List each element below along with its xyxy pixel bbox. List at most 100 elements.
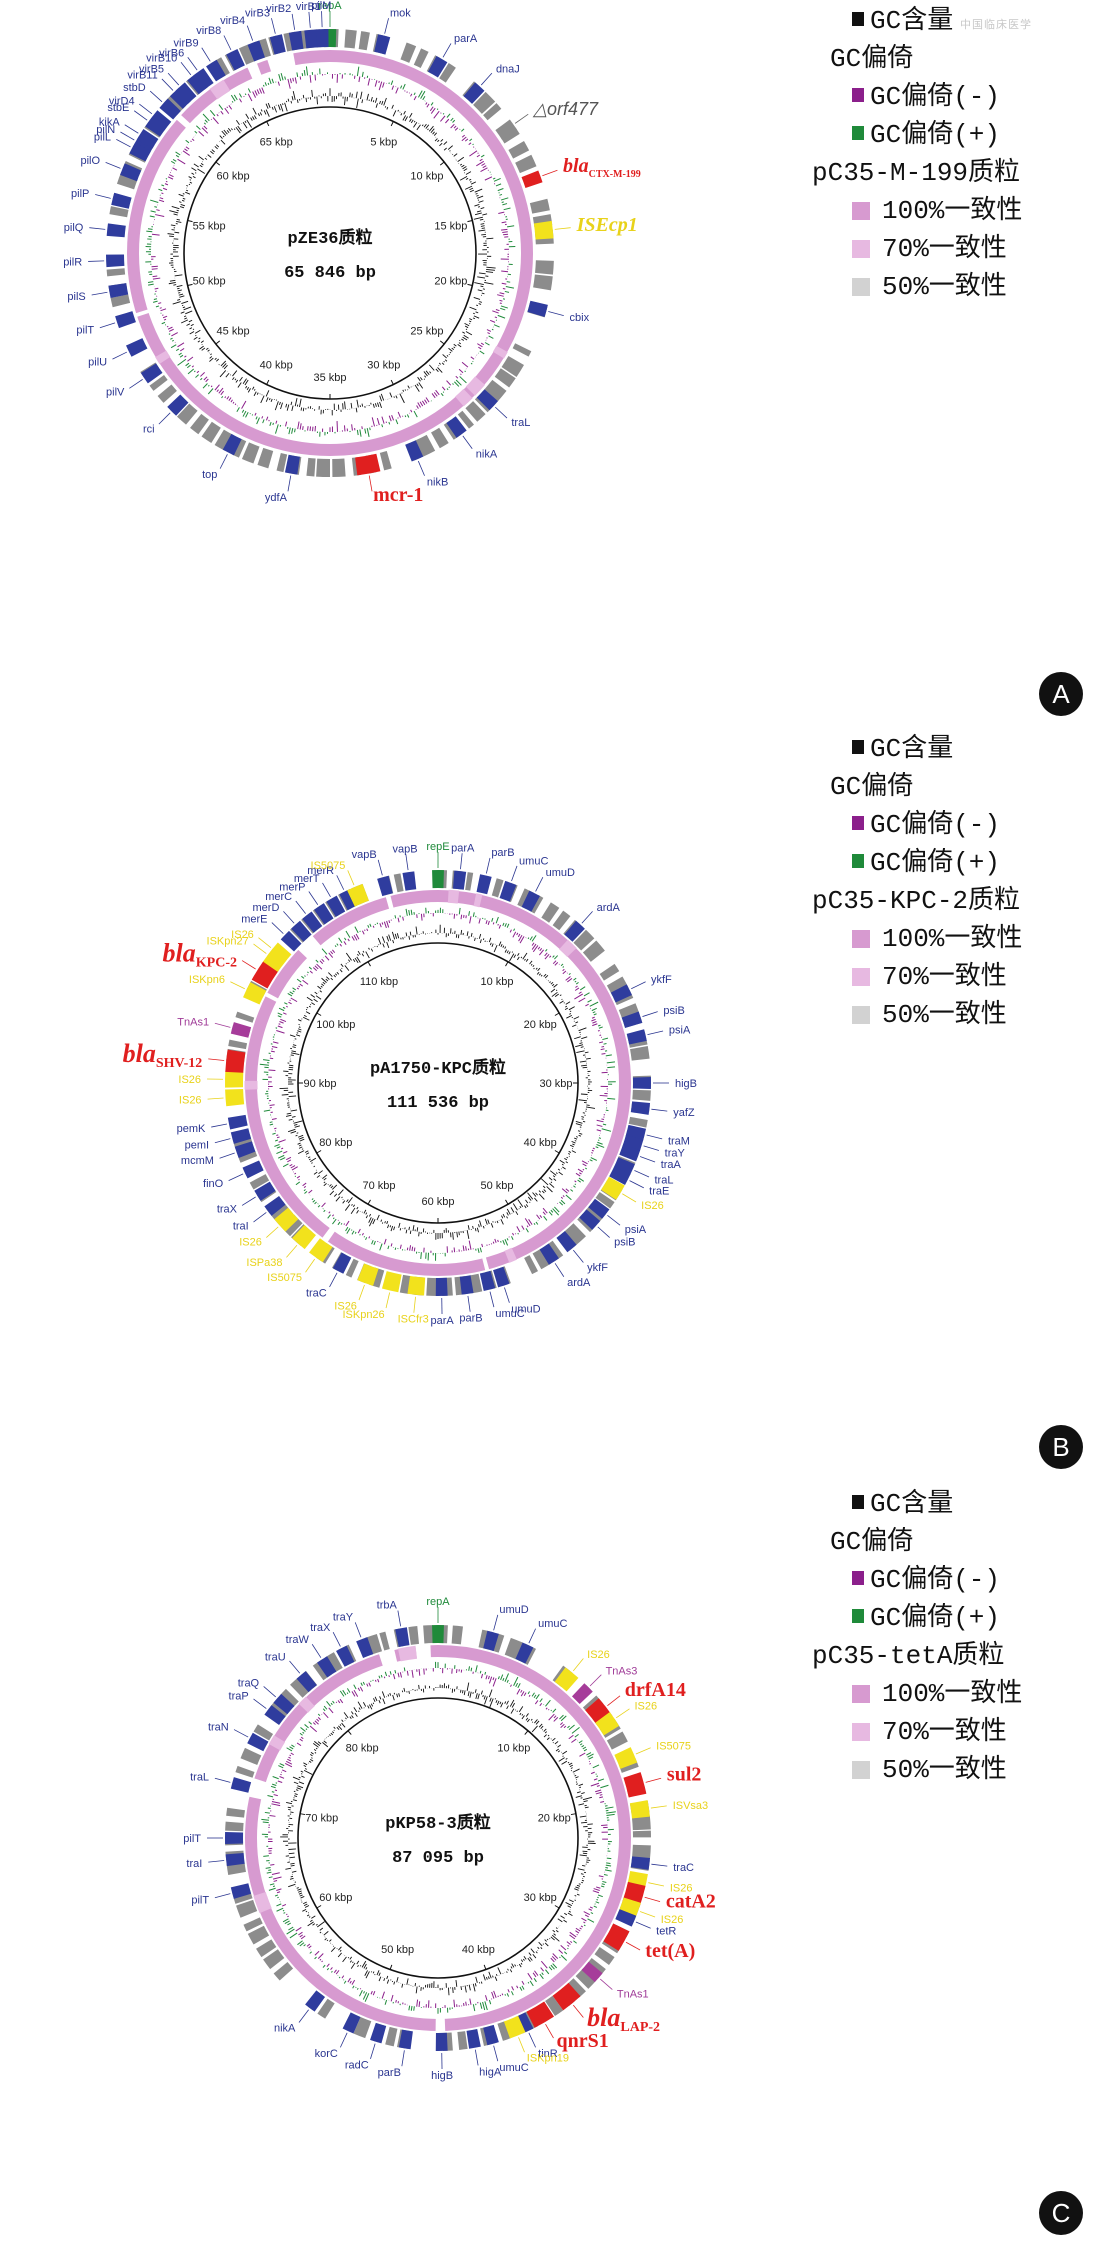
gc-content-bar bbox=[333, 1193, 338, 1197]
gc-skew-bar bbox=[585, 1003, 589, 1007]
gc-skew-bar bbox=[460, 128, 465, 132]
gc-skew-bar bbox=[184, 355, 187, 358]
gc-content-bar bbox=[167, 233, 175, 235]
gc-skew-bar bbox=[560, 1945, 567, 1951]
gene-tick bbox=[643, 1145, 660, 1151]
gc-skew-bar bbox=[433, 392, 438, 397]
gene-block bbox=[541, 902, 560, 923]
gc-content-bar bbox=[197, 168, 205, 174]
gc-skew-bar bbox=[284, 76, 286, 80]
gc-content-bar bbox=[534, 1197, 538, 1202]
gc-skew-bar bbox=[286, 1747, 293, 1752]
gene-tick bbox=[161, 78, 174, 91]
gene-tick bbox=[467, 1295, 471, 1312]
gene-label: rci bbox=[143, 423, 155, 435]
gc-skew-bar bbox=[578, 1740, 583, 1744]
gene-label: parA bbox=[454, 33, 478, 45]
gc-content-bar bbox=[478, 200, 484, 203]
gc-skew-bar bbox=[549, 955, 552, 958]
gc-skew-bar bbox=[413, 92, 416, 96]
gc-skew-bar bbox=[390, 1994, 394, 2002]
gene-block bbox=[241, 442, 260, 464]
gc-skew-bar bbox=[276, 1134, 279, 1137]
gc-content-bar bbox=[235, 379, 239, 383]
gc-content-bar bbox=[477, 276, 486, 279]
gc-skew-bar bbox=[527, 1981, 530, 1984]
gc-skew-bar bbox=[593, 1905, 598, 1908]
gc-content-bar bbox=[475, 1976, 478, 1983]
gc-skew-bar bbox=[274, 1139, 279, 1142]
gc-content-bar bbox=[464, 1985, 467, 1993]
gc-content-bar bbox=[540, 1178, 549, 1186]
gc-content-bar bbox=[179, 295, 185, 298]
gc-skew-bar bbox=[592, 1147, 595, 1150]
gc-skew-bar bbox=[545, 1707, 548, 1710]
gc-skew-bar bbox=[376, 922, 379, 925]
gc-skew-bar bbox=[369, 923, 372, 927]
gc-content-bar bbox=[578, 1099, 587, 1102]
gc-content-bar bbox=[548, 1177, 553, 1181]
backbone-circle bbox=[183, 106, 477, 400]
gc-skew-bar bbox=[286, 1928, 295, 1935]
gc-skew-bar bbox=[321, 958, 325, 963]
gc-content-bar bbox=[473, 315, 480, 319]
gene-label: traU bbox=[265, 1651, 286, 1663]
gc-content-bar bbox=[476, 304, 479, 307]
gene-block bbox=[238, 44, 255, 65]
gc-content-bar bbox=[341, 1196, 343, 1199]
gc-skew-bar bbox=[460, 914, 463, 920]
gc-content-bar bbox=[571, 1140, 576, 1144]
gc-skew-bar bbox=[492, 1241, 495, 1244]
gc-content-bar bbox=[365, 1971, 370, 1979]
gc-content-bar bbox=[488, 1689, 493, 1698]
gc-content-bar bbox=[550, 981, 554, 985]
gc-skew-bar bbox=[472, 143, 474, 146]
gc-skew-bar bbox=[565, 1188, 570, 1192]
gene-tick bbox=[460, 853, 463, 870]
gene-block bbox=[632, 1830, 651, 1838]
gc-skew-bar bbox=[582, 1168, 585, 1171]
gc-skew-bar bbox=[500, 228, 508, 231]
gc-content-bar bbox=[509, 1699, 515, 1707]
gc-content-bar bbox=[176, 218, 181, 221]
gc-skew-bar bbox=[268, 1876, 273, 1879]
gene-tick bbox=[116, 139, 131, 148]
gc-skew-bar bbox=[168, 328, 174, 332]
gc-content-bar bbox=[345, 952, 352, 961]
gc-content-bar bbox=[191, 172, 195, 175]
gc-skew-bar bbox=[517, 933, 521, 938]
gc-content-bar bbox=[295, 1134, 298, 1137]
gene-label: umuC bbox=[538, 1618, 567, 1630]
gc-skew-bar bbox=[506, 1679, 509, 1683]
gc-content-bar bbox=[500, 943, 503, 948]
gc-content-bar bbox=[581, 1036, 588, 1040]
gc-content-bar bbox=[300, 1773, 303, 1775]
gene-block bbox=[247, 1925, 270, 1945]
kbp-tick bbox=[367, 1199, 371, 1205]
gene-label: virB4 bbox=[220, 15, 245, 27]
gc-content-bar bbox=[481, 233, 486, 236]
kbp-tick bbox=[215, 340, 221, 345]
gc-skew-bar bbox=[589, 1906, 594, 1909]
gc-skew-bar bbox=[512, 1232, 515, 1236]
gc-skew-bar bbox=[300, 1736, 304, 1740]
gc-content-bar bbox=[458, 1231, 460, 1236]
gene-virb4 bbox=[247, 40, 265, 62]
gc-content-bar bbox=[313, 1742, 319, 1748]
gene-qnrs1 bbox=[526, 2001, 555, 2028]
gc-skew-bar bbox=[359, 1990, 363, 1997]
gc-content-bar bbox=[339, 1949, 342, 1952]
gc-skew-bar bbox=[228, 105, 233, 110]
gc-content-bar bbox=[535, 1951, 538, 1954]
gc-skew-bar bbox=[378, 81, 383, 91]
gene-block bbox=[465, 401, 486, 422]
gc-content-bar bbox=[298, 1781, 305, 1785]
gene-label: traX bbox=[217, 1204, 238, 1216]
gc-skew-bar bbox=[296, 987, 300, 990]
gc-skew-bar bbox=[345, 1226, 349, 1232]
gene-label: umuC bbox=[499, 2062, 528, 2074]
gc-skew-bar bbox=[560, 1722, 564, 1726]
gc-content-bar bbox=[580, 1873, 584, 1875]
gc-skew-bar bbox=[332, 949, 336, 953]
